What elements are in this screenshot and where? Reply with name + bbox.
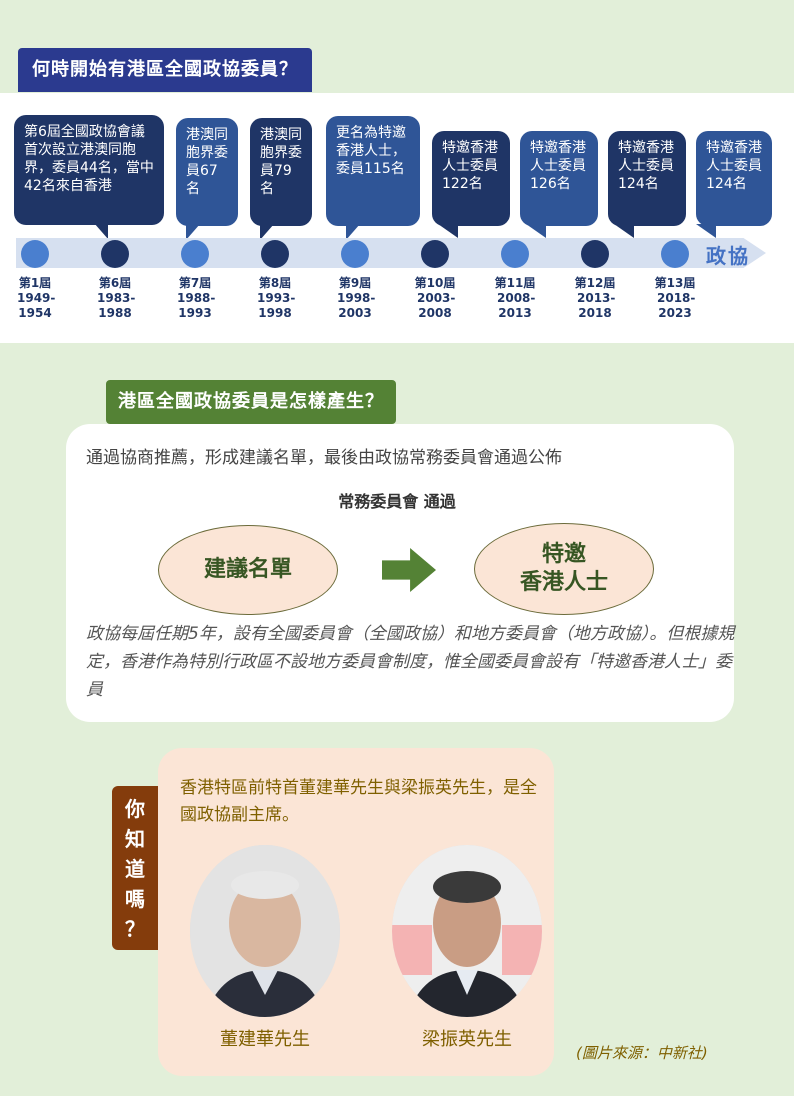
portrait-photo-leung	[392, 845, 542, 1017]
image-source: (圖片來源：中新社)	[576, 1044, 708, 1062]
timeline-node	[501, 240, 529, 268]
timeline-band-label: 政協	[706, 244, 750, 268]
bubble-text: 第6屆全國政協會議首次設立港澳同胞界，委員44名，當中42名來自香港	[24, 124, 154, 194]
timeline-band	[16, 238, 766, 268]
timeline-node	[661, 240, 689, 268]
oval-text: 建議名單	[203, 557, 292, 582]
process-subtitle: 常務委員會 通過	[338, 492, 456, 511]
oval-recommendation-list: 建議名單	[158, 525, 338, 615]
timeline-node	[581, 240, 609, 268]
bubble-text: 更名為特邀香港人士，委員115名	[336, 125, 406, 177]
oval-text: 香港人士	[519, 570, 608, 595]
caption-leung: 梁振英先生	[422, 1029, 512, 1050]
timeline-node	[181, 240, 209, 268]
timeline-bubble-12: 特邀香港人士委員124名	[608, 131, 686, 238]
timeline-bubble-6: 第6屆全國政協會議首次設立港澳同胞界，委員44名，當中42名來自香港	[14, 115, 164, 239]
timeline-bubble-10: 特邀香港人士委員122名	[432, 131, 510, 238]
timeline-node	[101, 240, 129, 268]
oval-text: 特邀	[541, 542, 586, 567]
process-intro: 通過協商推薦，形成建議名單，最後由政協常務委員會通過公佈	[86, 448, 562, 468]
timeline-node	[421, 240, 449, 268]
section-title-process: 港區全國政協委員是怎樣產生？	[106, 380, 396, 424]
timeline-node	[341, 240, 369, 268]
section-title-timeline: 何時開始有港區全國政協委員？	[18, 48, 312, 92]
timeline-node	[21, 240, 49, 268]
portrait-photo-tung	[190, 845, 340, 1017]
timeline-bubble-7: 港澳同胞界委員67名	[176, 118, 238, 240]
bubble-text: 特邀香港人士委員124名	[618, 140, 674, 192]
did-you-know-text: 香港特區前特首董建華先生與梁振英先生，是全國政協副主席。	[180, 778, 537, 825]
oval-specially-invited: 特邀 香港人士	[474, 523, 654, 615]
timeline-bubble-11: 特邀香港人士委員126名	[520, 131, 598, 238]
bubble-text: 港澳同胞界委員79名	[260, 127, 302, 197]
bubble-text: 特邀香港人士委員126名	[530, 140, 586, 192]
bubble-text: 特邀香港人士委員124名	[706, 140, 762, 192]
timeline-node	[261, 240, 289, 268]
bubble-text: 港澳同胞界委員67名	[186, 127, 228, 197]
timeline-bubble-8: 港澳同胞界委員79名	[250, 118, 312, 240]
timeline-bubble-9: 更名為特邀香港人士，委員115名	[326, 116, 420, 240]
process-note: 政協每屆任期5年，設有全國委員會（全國政協）和地方委員會（地方政協）。但根據規定…	[86, 624, 735, 700]
bubble-text: 特邀香港人士委員122名	[442, 140, 498, 192]
timeline-bubble-13: 特邀香港人士委員124名	[696, 131, 772, 238]
did-you-know-tag: 你 知 道 嗎 ？	[112, 786, 158, 950]
caption-tung: 董建華先生	[220, 1029, 310, 1050]
